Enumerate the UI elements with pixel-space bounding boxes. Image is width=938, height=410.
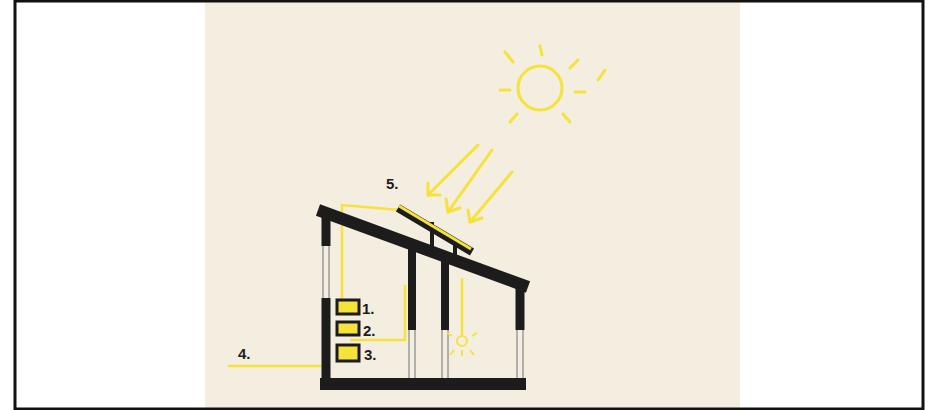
- callout-number: 5.: [386, 176, 399, 191]
- callout-number: 4.: [238, 346, 251, 361]
- house-structure: [318, 208, 528, 388]
- paper-background: [205, 0, 740, 410]
- battery-symbols: [337, 300, 359, 361]
- callout-number: 1.: [362, 301, 375, 316]
- callout-number: 3.: [364, 347, 377, 362]
- light-bulb: [447, 333, 477, 356]
- frame: [15, 1, 923, 409]
- sunlight-arrows: [428, 145, 512, 222]
- solar-panel: [398, 206, 472, 262]
- windows: [323, 246, 523, 378]
- sun-symbol: [500, 46, 605, 122]
- callout-number: 2.: [363, 323, 376, 338]
